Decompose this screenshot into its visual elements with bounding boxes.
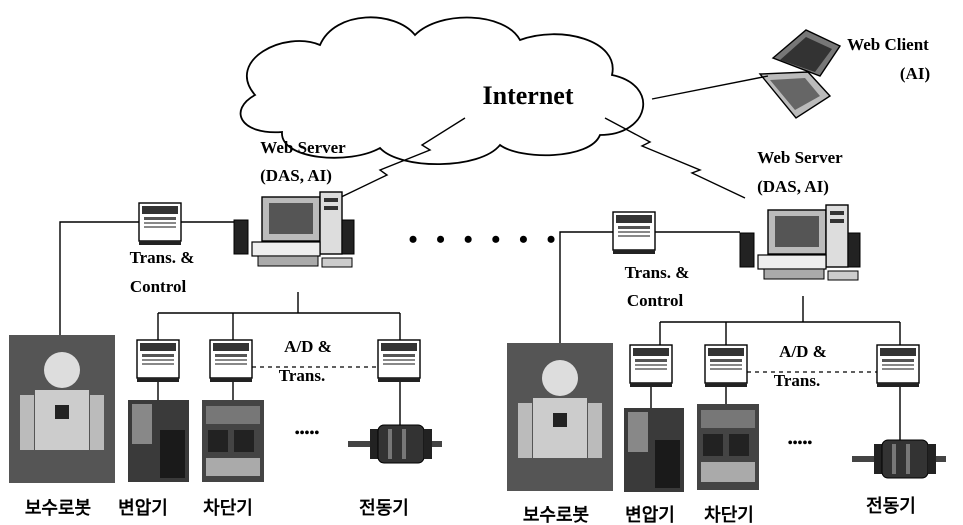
left-ad-module-3 xyxy=(377,339,421,383)
right-server-link xyxy=(604,117,746,199)
right-ad-module-2 xyxy=(704,344,748,388)
left-ad-module-1 xyxy=(136,339,180,383)
left-device-label-motor: 전동기 xyxy=(359,498,409,519)
right-device-label-breaker: 차단기 xyxy=(704,505,754,525)
right-ad-label-line2: Trans. xyxy=(774,371,820,390)
left-server-workstation-icon xyxy=(233,191,355,268)
left-cluster: Web Server (DAS, AI) Trans. & Control A/… xyxy=(9,138,443,519)
web-client: Web Client (AI) xyxy=(758,29,930,119)
right-server-label-line1: Web Server xyxy=(757,148,843,167)
right-ad-module-3 xyxy=(876,344,920,388)
right-transformer-image xyxy=(624,408,684,492)
right-cluster: Web Server (DAS, AI) Trans. & Control A/… xyxy=(507,148,947,525)
right-motor-image xyxy=(851,439,947,479)
left-server-label-line1: Web Server xyxy=(260,138,346,157)
right-device-ellipsis: ••••• xyxy=(788,436,813,451)
right-server-label-line2: (DAS, AI) xyxy=(757,177,829,196)
left-breaker-image xyxy=(202,400,264,482)
left-ad-label-line2: Trans. xyxy=(279,366,325,385)
left-server-link xyxy=(334,117,466,201)
left-server-label-line2: (DAS, AI) xyxy=(260,166,332,185)
right-device-label-robot: 보수로봇 xyxy=(523,505,589,525)
left-ad-label-line1: A/D & xyxy=(284,337,332,356)
left-motor-image xyxy=(347,424,443,464)
right-ad-module-1 xyxy=(629,344,673,388)
right-ad-label-line1: A/D & xyxy=(779,342,827,361)
client-label-line2: (AI) xyxy=(900,64,930,83)
left-device-label-robot: 보수로봇 xyxy=(25,498,91,519)
right-device-label-motor: 전동기 xyxy=(866,496,916,517)
left-device-label-breaker: 차단기 xyxy=(203,498,253,519)
right-device-label-transformer: 변압기 xyxy=(625,505,675,525)
right-trans-control-module xyxy=(612,211,656,255)
client-label-line1: Web Client xyxy=(847,35,929,54)
left-device-ellipsis: ••••• xyxy=(295,426,320,441)
right-trans-label-line1: Trans. & xyxy=(625,263,690,282)
right-robot-image xyxy=(507,343,613,491)
left-transformer-image xyxy=(128,400,189,482)
left-trans-label-line1: Trans. & xyxy=(130,248,195,267)
right-server-workstation-icon xyxy=(739,204,861,281)
clusters-ellipsis: • • • • • • xyxy=(408,225,561,254)
client-computer-icon xyxy=(758,29,842,119)
internet-label: Internet xyxy=(483,81,574,110)
right-trans-label-line2: Control xyxy=(627,291,684,310)
left-ad-module-2 xyxy=(209,339,253,383)
left-trans-label-line2: Control xyxy=(130,277,187,296)
left-trans-control-module xyxy=(138,202,182,246)
internet-cloud: Internet xyxy=(239,16,645,166)
right-breaker-image xyxy=(697,404,759,490)
client-link xyxy=(651,75,769,100)
left-robot-image xyxy=(9,335,115,483)
left-device-label-transformer: 변압기 xyxy=(118,498,168,519)
